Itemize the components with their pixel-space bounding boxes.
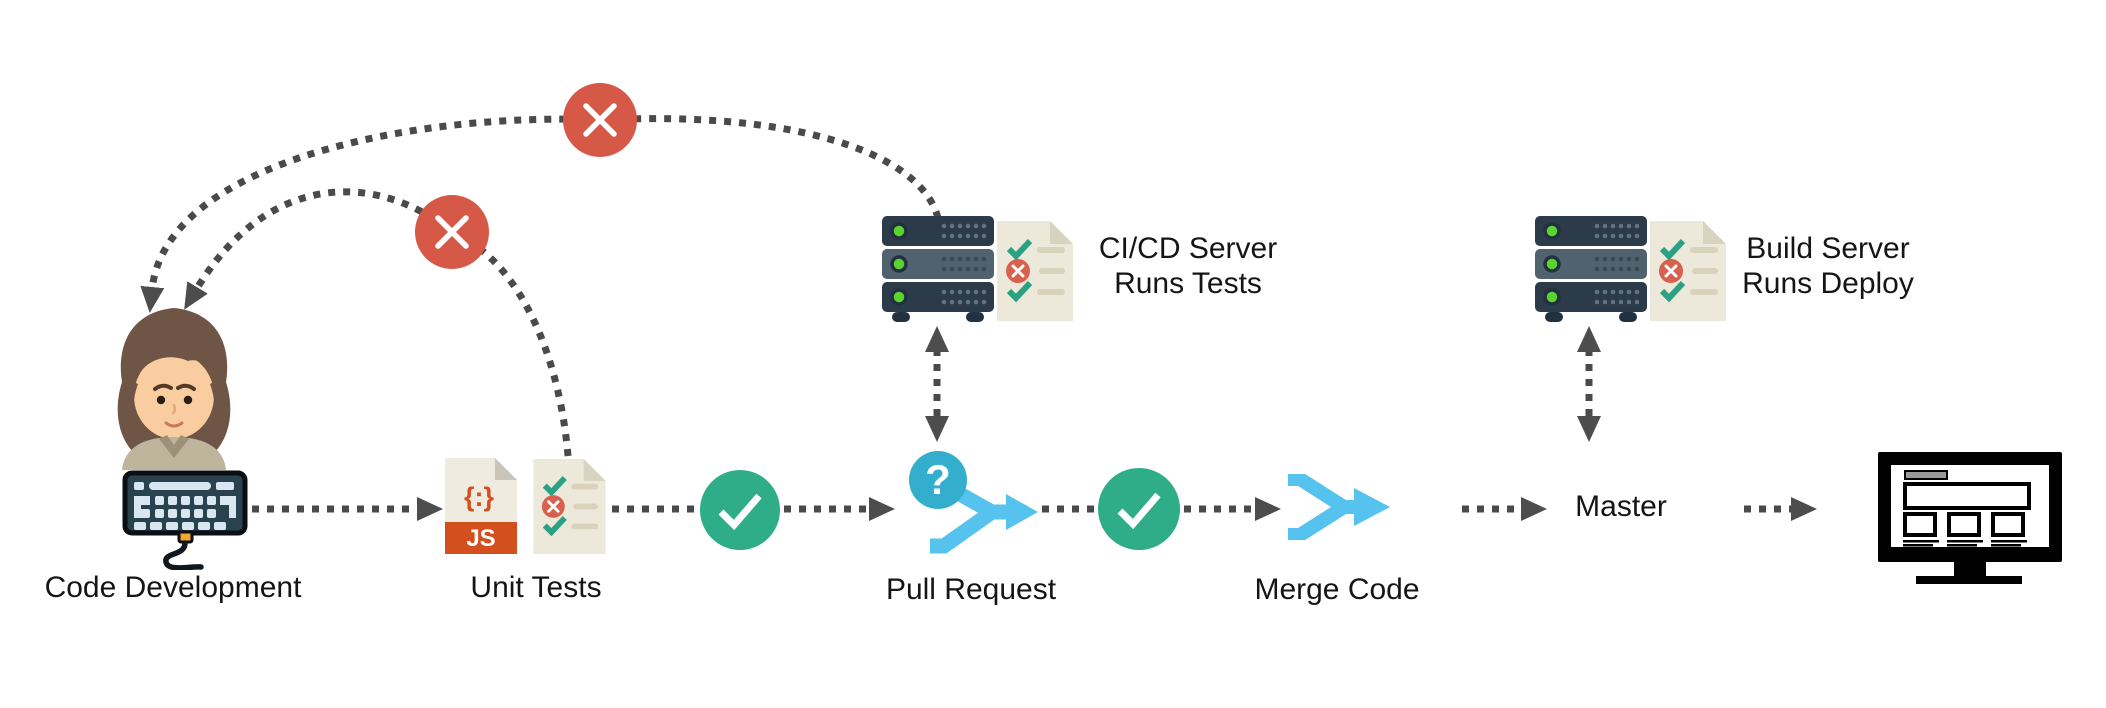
fail-x-icon [415,195,489,269]
js-symbol-text: {:} [464,482,494,512]
label-unit-tests: Unit Tests [470,571,602,604]
test-report-icon [997,221,1073,321]
fail-x-icon [563,83,637,157]
developer-avatar [117,308,231,470]
pass-check-icon [1098,468,1180,550]
label-master-branch: Master [1575,490,1667,523]
fail-path-cicd-to-developer [140,115,942,313]
label-build-server: Build Server Runs Deploy [1742,231,1914,301]
server-rack-icon [882,216,994,322]
branch-arrow-icon [930,482,1038,554]
js-file-icon: {:} JS [445,458,517,554]
label-cicd-server-line1: CI/CD Server [1098,232,1278,265]
test-checklist-icon [533,459,606,554]
label-pull-request: Pull Request [885,573,1057,606]
pass-check-icon [700,470,780,550]
question-mark-text: ? [925,456,951,503]
question-icon: ? [909,451,967,509]
server-rack-icon [1535,216,1647,322]
label-merge-code: Merge Code [1254,573,1420,606]
fail-path-unittests-to-developer [184,188,572,457]
label-build-server-line1: Build Server [1746,232,1910,265]
merge-arrow-icon [1288,474,1390,540]
label-build-server-line2: Runs Deploy [1742,267,1914,300]
keyboard-icon [122,470,248,570]
test-report-icon [1650,221,1726,321]
label-cicd-server: CI/CD Server Runs Tests [1099,231,1277,301]
monitor-icon [1878,452,2062,584]
js-badge-text: JS [466,525,495,552]
label-cicd-server-line2: Runs Tests [1114,267,1262,300]
label-code-development: Code Development [44,571,302,604]
